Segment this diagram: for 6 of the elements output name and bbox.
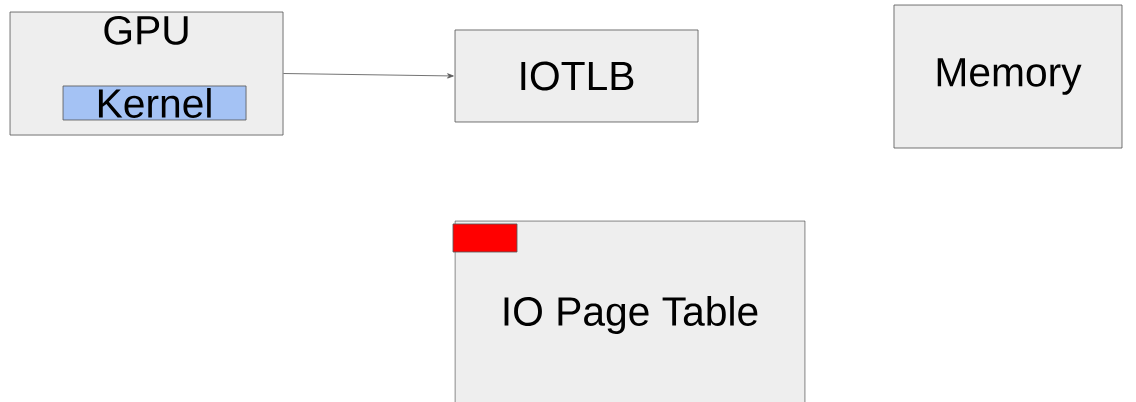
kernel-box: Kernel xyxy=(62,85,247,121)
arrow xyxy=(283,73,454,79)
page-table-box: IO Page Table xyxy=(454,220,806,402)
tlb-box: IOTLB xyxy=(454,29,699,123)
entry-marker xyxy=(452,223,518,253)
memory-box: Memory xyxy=(893,4,1123,149)
